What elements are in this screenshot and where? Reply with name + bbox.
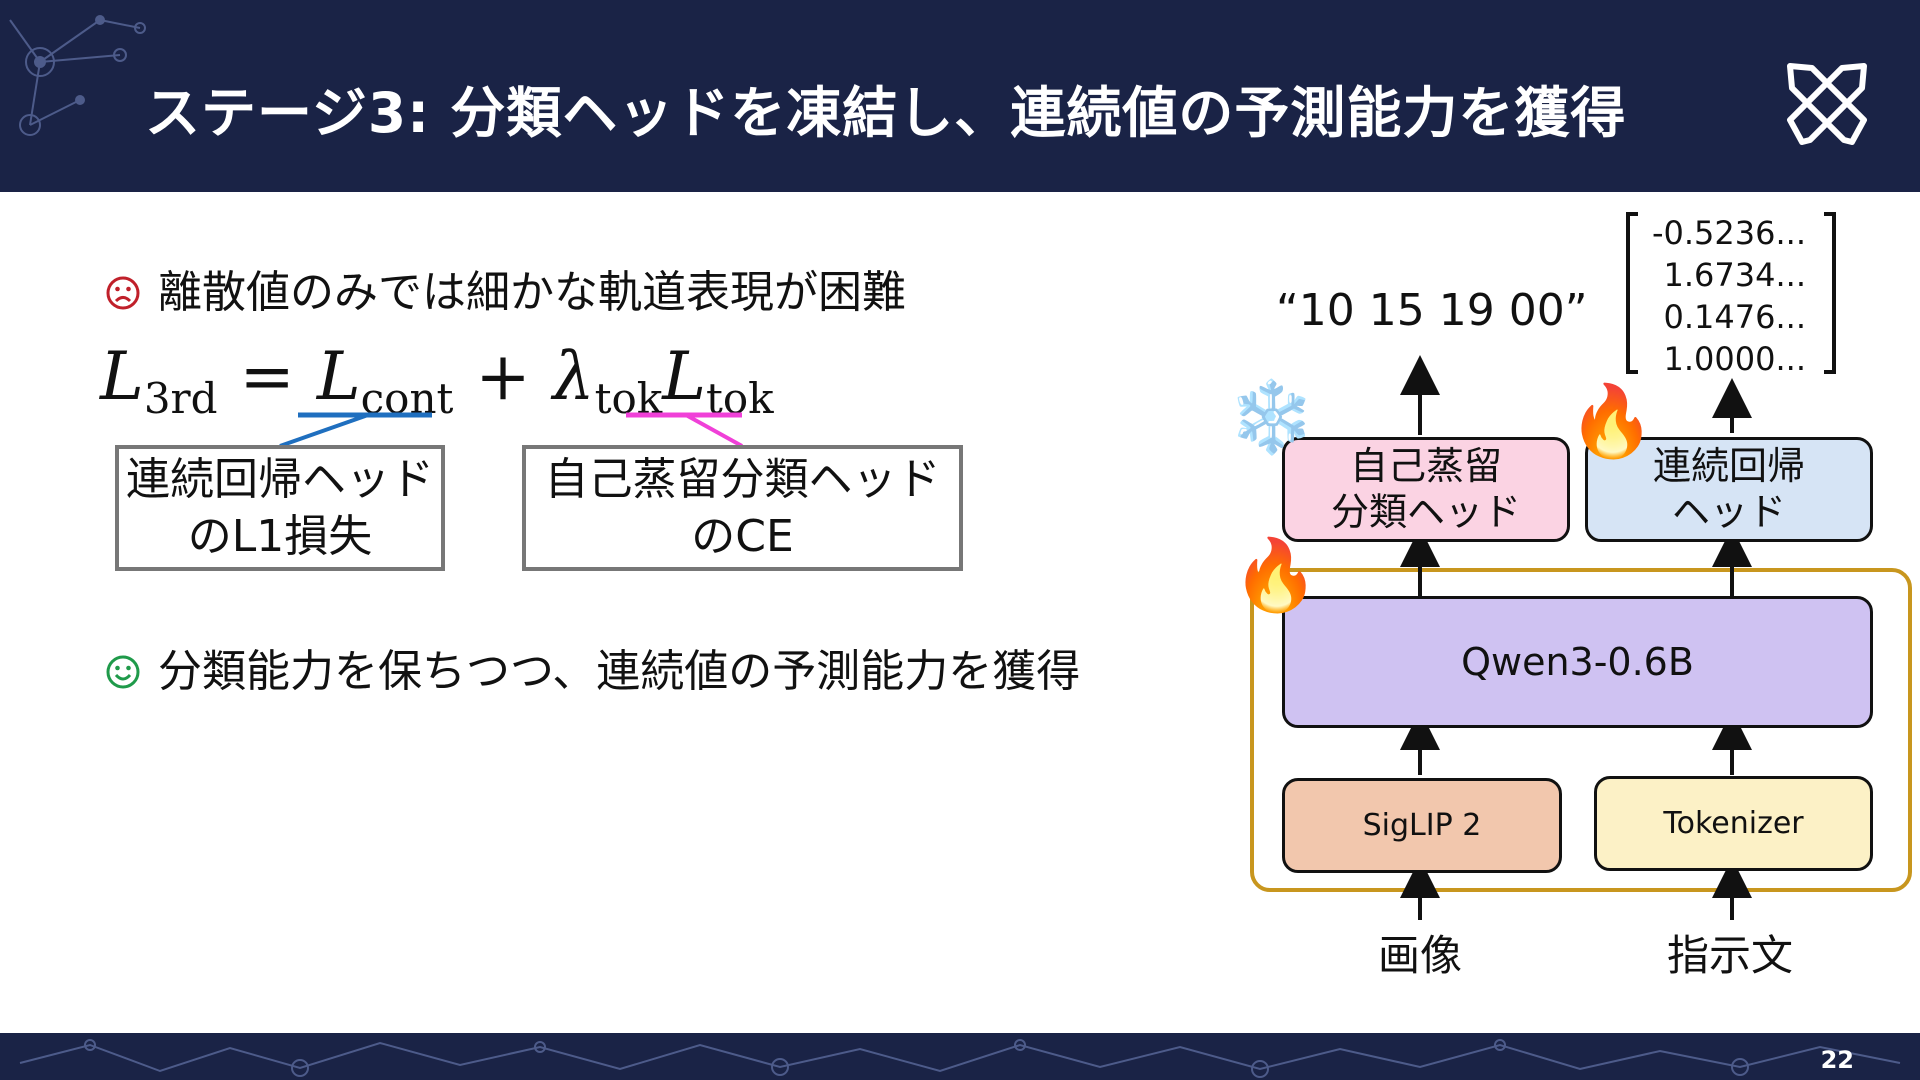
reg-head-line1: 連続回帰 — [1652, 443, 1805, 488]
token-output-text: “10 15 19 00” — [1276, 285, 1588, 336]
loss-symbol: L — [100, 338, 144, 415]
loss-equation: L3rd=Lcont+λtokLtok — [100, 338, 774, 423]
reg-head-line2: ヘッド — [1671, 489, 1786, 534]
vision-encoder-box: SigLIP 2 — [1282, 778, 1562, 873]
vector-output: -0.5236... 1.6734... 0.1476... 1.0000... — [1646, 212, 1806, 380]
frown-icon — [106, 276, 140, 310]
bullet-benefit: 分類能力を保ちつつ、連続値の予測能力を獲得 — [106, 635, 1080, 699]
network-decoration — [9, 15, 146, 136]
bullet-text: 分類能力を保ちつつ、連続値の予測能力を獲得 — [158, 646, 1081, 697]
llm-label: Qwen3-0.6B — [1461, 640, 1694, 684]
ce-loss-label-line1: 自己蒸留分類ヘッド — [544, 453, 941, 505]
ce-loss-label-line2: のCE — [691, 511, 794, 562]
tokenizer-label: Tokenizer — [1663, 806, 1804, 841]
image-input-label: 画像 — [1377, 931, 1462, 980]
llm-box: Qwen3-0.6B — [1282, 596, 1873, 728]
vector-value: 1.0000... — [1663, 340, 1806, 378]
text-input-label: 指示文 — [1666, 931, 1793, 980]
crossed-tools-logo-icon — [1787, 63, 1867, 145]
vector-value: 0.1476... — [1663, 298, 1806, 336]
classification-head-box: 自己蒸留分類ヘッド — [1282, 437, 1570, 542]
vector-value: -0.5236... — [1651, 214, 1806, 252]
header-bar — [0, 0, 1920, 192]
bullet-text: 離散値のみでは細かな軌道表現が困難 — [158, 267, 906, 318]
plus-sign: + — [475, 338, 531, 415]
fire-icon: 🔥 — [1568, 380, 1656, 462]
equation-connectors — [279, 412, 743, 448]
regression-head-box: 連続回帰ヘッド — [1585, 437, 1873, 542]
cont-loss-label-line1: 連続回帰ヘッド — [126, 453, 434, 505]
tok-loss-symbol: L — [662, 338, 707, 415]
ce-loss-label-box: 自己蒸留分類ヘッドのCE — [522, 445, 963, 571]
tokenizer-box: Tokenizer — [1594, 776, 1873, 871]
page-title: ステージ3: 分類ヘッドを凍結し、連続値の予測能力を獲得 — [145, 81, 1627, 145]
cont-connector — [279, 413, 369, 448]
page-number: 22 — [1820, 1046, 1854, 1074]
model-frame — [1250, 568, 1912, 892]
cls-head-line2: 分類ヘッド — [1330, 489, 1521, 534]
footer-bar — [0, 1033, 1920, 1080]
equals-sign: = — [239, 338, 295, 415]
loss-subscript: 3rd — [143, 374, 218, 423]
vision-encoder-label: SigLIP 2 — [1362, 808, 1482, 843]
tok-connector — [685, 413, 743, 448]
lambda-symbol: λ — [552, 338, 595, 415]
vector-brackets — [1626, 212, 1836, 374]
cls-head-line1: 自己蒸留 — [1349, 443, 1502, 488]
cont-loss-symbol: L — [316, 338, 361, 415]
smile-icon — [106, 655, 140, 689]
footer-network-decoration — [19, 1039, 1901, 1078]
fire-icon: 🔥 — [1232, 534, 1320, 616]
vector-value: 1.6734... — [1663, 256, 1806, 294]
cont-loss-label-box: 連続回帰ヘッドのL1損失 — [115, 445, 445, 571]
snowflake-icon: ❄️ — [1228, 376, 1316, 458]
bullet-difficulty: 離散値のみでは細かな軌道表現が困難 — [106, 256, 906, 320]
architecture-arrows — [1250, 212, 1912, 920]
cont-loss-label-line2: のL1損失 — [187, 511, 373, 562]
